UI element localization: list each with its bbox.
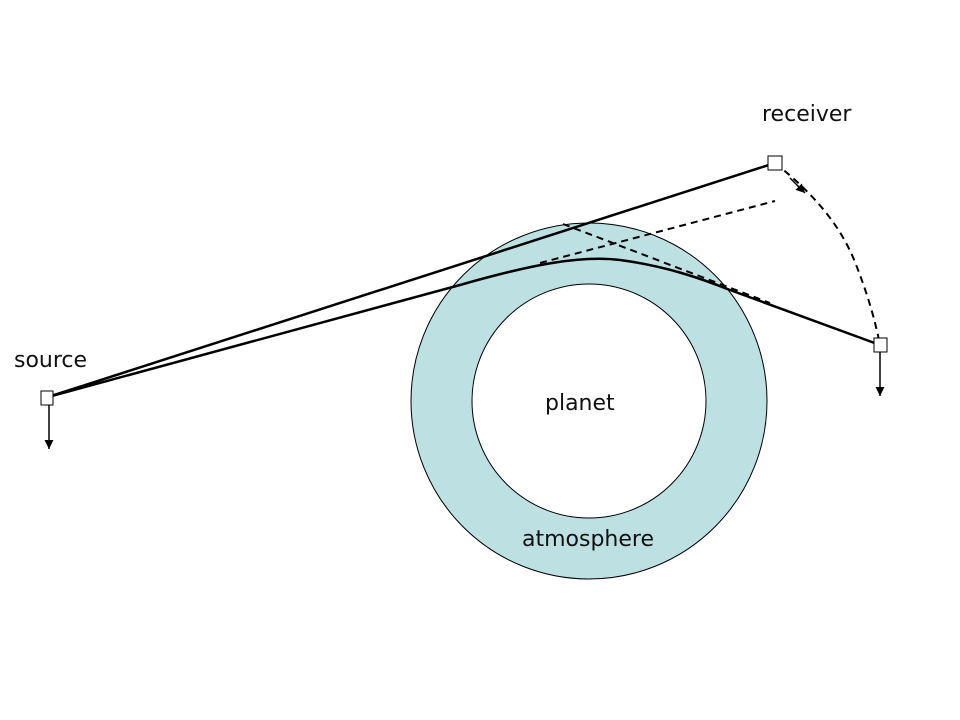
source-label: source (14, 348, 87, 373)
receiver-marker (767, 155, 783, 171)
receiver-label: receiver (762, 102, 852, 127)
source-marker (40, 390, 54, 406)
direct-ray (47, 161, 776, 399)
refracted-ray (47, 257, 881, 399)
outgoing-extension (562, 223, 771, 304)
planet-body (471, 283, 707, 519)
receiver-moved-marker (873, 337, 888, 353)
planet-label: planet (545, 391, 615, 416)
atmosphere-label: atmosphere (522, 527, 654, 552)
receiver-motion-arrow (789, 177, 806, 194)
undeflected-extension (539, 200, 776, 264)
receiver-motion-arc (774, 162, 881, 346)
